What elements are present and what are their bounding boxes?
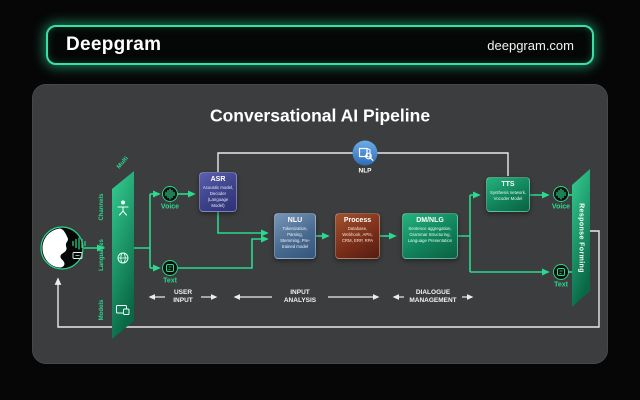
- text-in-label: Text: [163, 277, 177, 285]
- connector-bar-split: [134, 194, 151, 268]
- multi-input-bar: [112, 171, 134, 339]
- response-forming-bar: [572, 169, 590, 307]
- connector-dmnlg-to-tts: [458, 195, 479, 272]
- stage-dialogue-management-label: DIALOGUE MANAGEMENT: [409, 289, 457, 304]
- connector-response-feedback: [54, 230, 600, 328]
- globe-icon: [117, 252, 129, 264]
- stage-user-input-label: USER INPUT: [173, 289, 193, 304]
- voice-in-icon: [162, 186, 178, 202]
- face-profile-icon: [42, 228, 68, 268]
- tts-title: TTS: [501, 181, 515, 188]
- nlu-subtitle: Tokenization, Parsing, Stemming, Pre-tra…: [280, 226, 310, 249]
- process-title: Process: [343, 217, 372, 224]
- asr-title: ASR: [210, 176, 226, 183]
- nlp-icon: [352, 140, 378, 166]
- dmnlg-title: DM/NLG: [416, 217, 444, 224]
- voice-out-label: Voice: [551, 203, 571, 211]
- response-forming-label: Response Forming: [577, 203, 585, 273]
- user-avatar: [40, 226, 86, 270]
- deepgram-logo: Deepgram: [66, 34, 162, 55]
- process-subtitle: Database, Webhook, APIs, CRM, ERP, RPA: [341, 226, 374, 243]
- keyboard-icon: [72, 252, 83, 259]
- header-banner: Deepgram deepgram.com: [46, 25, 594, 65]
- nlu-node: NLU Tokenization, Parsing, Stemming, Pre…: [274, 213, 316, 259]
- voice-out-icon: [553, 186, 569, 202]
- soundwave-icon: [72, 237, 86, 250]
- text-out-icon: [553, 264, 569, 280]
- website-url: deepgram.com: [487, 37, 574, 53]
- dmnlg-subtitle: Sentence aggregation, Grammar Structurin…: [407, 226, 453, 243]
- pipeline-connectors: [84, 194, 573, 276]
- asr-node: ASR Acoustic model, Decoder (Language Mo…: [199, 172, 237, 212]
- connector-asr-to-nlu: [217, 212, 269, 237]
- person-icon: [117, 200, 129, 216]
- asr-subtitle: Acoustic model, Decoder (Language Model): [202, 185, 234, 208]
- nlu-title: NLU: [287, 217, 303, 224]
- devices-icon: [116, 305, 130, 315]
- page-title: Conversational AI Pipeline: [209, 105, 431, 126]
- process-node: Process Database, Webhook, APIs, CRM, ER…: [335, 213, 380, 259]
- text-out-label: Text: [554, 281, 568, 289]
- channels-label: Channels: [99, 193, 105, 221]
- voice-in-label: Voice: [160, 203, 180, 211]
- dmnlg-node: DM/NLG Sentence aggregation, Grammar Str…: [402, 213, 458, 259]
- languages-label: Languages: [99, 239, 105, 271]
- tts-subtitle: Synthesis network, Vocoder Model: [489, 190, 527, 202]
- nlp-label: NLP: [358, 167, 372, 175]
- text-in-icon: [162, 260, 178, 276]
- stage-input-analysis-label: INPUT ANALYSIS: [283, 289, 317, 304]
- models-label: Models: [99, 299, 105, 321]
- tts-node: TTS Synthesis network, Vocoder Model: [486, 177, 530, 212]
- connector-text-to-nlu: [178, 235, 269, 269]
